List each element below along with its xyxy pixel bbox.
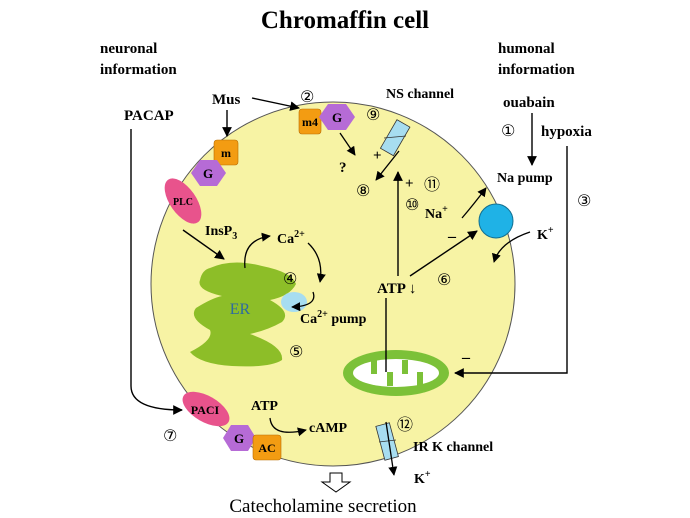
ca-pump-arrow — [291, 291, 315, 312]
circled-number-3: ③ — [577, 191, 591, 210]
ac-label: AC — [258, 441, 275, 455]
m-receptor — [213, 139, 239, 166]
m4-receptor — [298, 108, 322, 135]
circled-number-4: ④ — [283, 269, 297, 288]
atp-lower-label: ATP — [251, 399, 278, 414]
diagram-title: Chromaffin cell — [261, 7, 429, 34]
na-ion-label: Na+ — [425, 204, 448, 222]
ac-enzyme — [252, 434, 282, 461]
endoplasmic-reticulum — [190, 262, 296, 367]
g-to-ns-arrow — [339, 132, 356, 156]
catecholamine-secretion-label: Catecholamine secretion — [229, 496, 417, 517]
k-ion-label-channel: K+ — [414, 469, 431, 487]
ns-channel — [379, 119, 411, 157]
camp-label: cAMP — [309, 421, 348, 436]
ir-k-channel-label: IR K channel — [413, 440, 493, 455]
atp-to-camp-arrow — [269, 417, 307, 437]
mitochondrion-inner — [353, 359, 439, 387]
circled-number-6: ⑥ — [437, 270, 451, 289]
g-protein-top — [319, 104, 355, 130]
ns-to-cell-arrow — [375, 150, 400, 181]
ca-pump-label: Ca2+ pump — [300, 309, 367, 327]
circled-number-8: ⑧ — [356, 181, 370, 200]
pacap-arrow — [130, 129, 183, 415]
ns-channel-label: NS channel — [386, 87, 454, 102]
insp3-label: InsP3 — [205, 224, 237, 242]
ca-label: Ca2+ — [277, 229, 305, 247]
m4-label: m4 — [302, 115, 318, 129]
paci-receptor — [182, 391, 230, 427]
circled-number-1: ① — [501, 121, 515, 140]
atp-plus-sign: + — [405, 176, 414, 192]
ca-release-arrow — [244, 232, 271, 269]
k-influx-arrow — [492, 231, 531, 263]
g-protein-left — [191, 160, 226, 186]
mitochondrion-cristae — [371, 360, 423, 386]
na-pump-label: Na pump — [497, 171, 553, 186]
mus-label: Mus — [212, 92, 241, 108]
atp-to-pump-arrow — [409, 230, 478, 277]
plc-enzyme — [164, 178, 202, 224]
atp-label: ATP↓ — [377, 281, 416, 297]
question-mark: ? — [339, 160, 347, 176]
hypoxia-arrow — [454, 146, 568, 378]
neuronal-information-label: neuronal information — [100, 41, 177, 78]
circled-number-11: ⑪ — [424, 175, 440, 194]
na-efflux-arrow — [461, 187, 487, 219]
ir-k-efflux-arrow — [385, 421, 398, 476]
insp3-arrow — [182, 229, 225, 260]
ca-pump — [281, 292, 307, 312]
na-pump-minus-sign: – — [447, 228, 457, 245]
g-protein-left-label: G — [203, 166, 213, 181]
na-pump — [478, 203, 514, 239]
circled-number-10: ⑩ — [405, 195, 419, 214]
m-label: m — [221, 146, 231, 160]
g-protein-bottom — [223, 425, 256, 451]
circled-number-7: ⑦ — [163, 426, 177, 445]
plc-label: PLC — [173, 197, 193, 208]
er-label: ER — [230, 301, 251, 318]
ir-k-channel-pore — [378, 439, 397, 443]
mito-minus-sign: – — [461, 349, 471, 366]
paci-label: PACI — [191, 403, 220, 417]
k-ion-label-pump: K+ — [537, 225, 554, 243]
circled-number-9: ⑨ — [366, 105, 380, 124]
mus-to-m4-arrow — [251, 97, 300, 111]
circled-number-5: ⑤ — [289, 342, 303, 361]
ns-plus-sign: + — [373, 148, 382, 164]
circled-number-12: ⑫ — [397, 415, 413, 434]
g-protein-top-label: G — [332, 110, 342, 125]
circled-number-2: ② — [300, 87, 314, 106]
ouabain-label: ouabain — [503, 95, 555, 111]
ca-uptake-arrow — [307, 242, 326, 283]
g-protein-bottom-label: G — [234, 431, 244, 446]
hypoxia-label: hypoxia — [541, 124, 592, 140]
humonal-information-label: humonal information — [498, 41, 575, 78]
ns-channel-pore — [383, 135, 407, 139]
pacap-label: PACAP — [124, 108, 174, 124]
secretion-arrow — [320, 472, 352, 493]
